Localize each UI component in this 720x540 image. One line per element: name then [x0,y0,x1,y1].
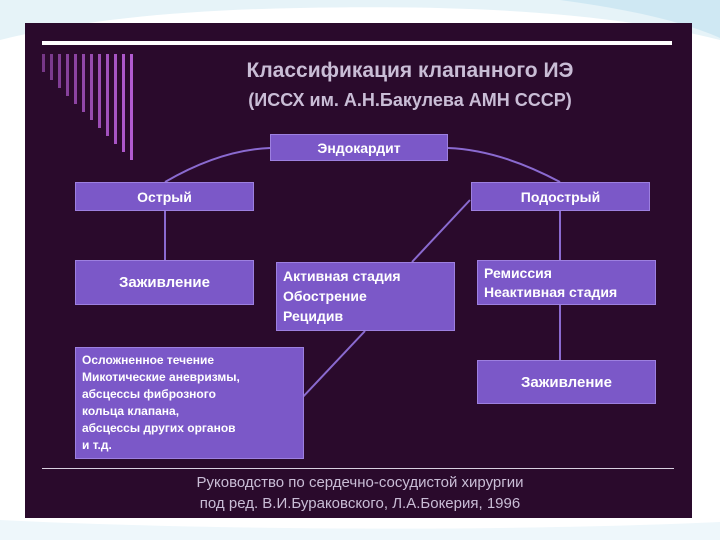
node-active-line: Рецидив [283,308,344,324]
decorative-bar [50,54,53,80]
decorative-bar [106,54,109,136]
node-remission-line: Ремиссия [484,265,552,281]
node-healing-left-label: Заживление [119,274,210,291]
decorative-bar [98,54,101,128]
slide-title: Классификация клапанного ИЭ [246,59,574,82]
citation-line-1: Руководство по сердечно-сосудистой хирур… [196,474,524,491]
node-endocarditis: Эндокардит [270,134,448,161]
decorative-bars [42,54,142,164]
slide-subtitle: (ИССХ им. А.Н.Бакулева АМН СССР) [248,90,572,110]
node-acute: Острый [75,182,254,211]
node-complicated: Осложненное течение Микотические аневриз… [75,347,304,459]
citation-line-2: под ред. В.И.Бураковского, Л.А.Бокерия, … [199,495,521,512]
node-subacute-label: Подострый [520,188,601,205]
decorative-bar [42,54,45,72]
decorative-bar [66,54,69,96]
node-active-line: Обострение [283,288,367,304]
decorative-bar [122,54,125,152]
node-acute-label: Острый [137,188,192,205]
node-complicated-line: и т.д. [82,438,112,452]
decorative-bar [114,54,117,144]
node-complicated-line: Осложненное течение [82,353,215,367]
node-active-line: Активная стадия [283,268,401,284]
node-healing-left: Заживление [75,260,254,305]
decorative-bar [74,54,77,104]
node-remission: Ремиссия Неактивная стадия [477,260,656,305]
node-healing-right: Заживление [477,360,656,404]
node-endocarditis-label: Эндокардит [317,139,401,156]
decorative-bar [90,54,93,120]
node-complicated-line: абсцессы других органов [82,421,236,435]
node-active-stage: Активная стадия Обострение Рецидив [276,262,455,331]
node-remission-line: Неактивная стадия [484,284,618,300]
node-complicated-line: Микотические аневризмы, [82,370,240,384]
decorative-bar [82,54,85,112]
node-subacute: Подострый [471,182,650,211]
top-divider [42,41,672,45]
node-complicated-line: кольца клапана, [82,404,180,418]
decorative-bar [58,54,61,88]
bottom-divider [42,468,674,469]
decorative-bar [130,54,133,160]
node-complicated-line: абсцессы фиброзного [82,387,216,401]
node-healing-right-label: Заживление [521,373,612,391]
source-citation: Руководство по сердечно-сосудистой хирур… [100,472,620,514]
